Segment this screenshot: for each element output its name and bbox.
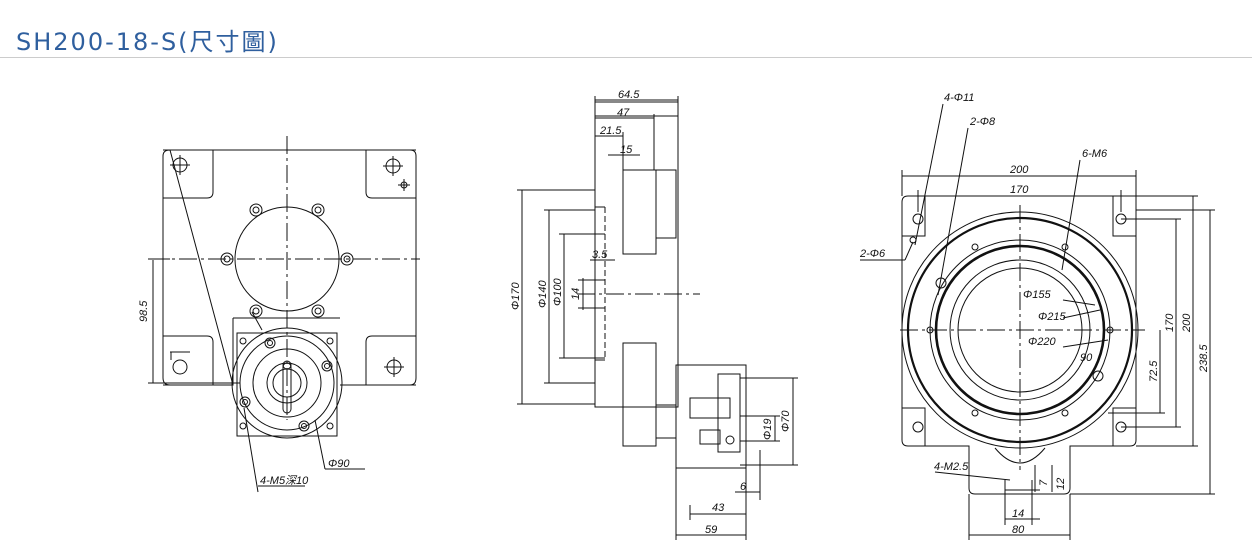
dimension-labels: 98.5 4-M5深10 Φ90 64.5 47 21.5 15 3.5 Φ17…	[138, 89, 1210, 536]
dim-14-bottom: 14	[1012, 508, 1024, 520]
dim-dia-220: Φ220	[1028, 336, 1056, 348]
left-view	[148, 136, 420, 493]
dim-3-5: 3.5	[592, 249, 608, 261]
dim-dia-90: Φ90	[328, 458, 350, 470]
dim-98-5: 98.5	[138, 300, 150, 322]
dim-59: 59	[705, 524, 717, 536]
dim-dia-155: Φ155	[1023, 289, 1051, 301]
dim-200-side: 200	[1181, 313, 1193, 333]
dim-170-top: 170	[1010, 184, 1029, 196]
dim-4-m2-5: 4-M2.5	[934, 461, 969, 473]
dim-dia-19: Φ19	[762, 419, 774, 440]
dim-dia-140: Φ140	[537, 280, 549, 308]
dim-238-5: 238.5	[1198, 344, 1210, 373]
dim-2-dia-8: 2-Φ8	[969, 116, 996, 128]
dim-2-dia-6: 2-Φ6	[859, 248, 886, 260]
left-pocket-tl	[163, 149, 214, 199]
dim-72-5: 72.5	[1148, 360, 1160, 382]
left-plate-outline	[162, 149, 417, 386]
dim-14: 14	[570, 288, 582, 300]
dim-dia-70: Φ70	[780, 410, 792, 432]
dim-dia-170: Φ170	[510, 282, 522, 310]
dim-170-side: 170	[1164, 313, 1176, 332]
dim-7: 7	[1038, 479, 1050, 486]
dim-64-5: 64.5	[618, 89, 640, 101]
dim-12: 12	[1055, 478, 1067, 490]
dim-15: 15	[620, 144, 633, 156]
dim-dia-100: Φ100	[552, 278, 564, 306]
dim-dia-215: Φ215	[1038, 311, 1066, 323]
dim-4-dia-11: 4-Φ11	[944, 92, 974, 104]
dim-6-m6: 6-M6	[1082, 148, 1108, 160]
right-view	[860, 103, 1215, 540]
dim-21-5: 21.5	[599, 125, 622, 137]
dim-47: 47	[617, 107, 630, 119]
left-pocket-tr	[365, 149, 416, 199]
dim-200-top: 200	[1009, 164, 1029, 176]
dim-4-m5: 4-M5深10	[260, 474, 309, 487]
right-base-plate	[901, 195, 1137, 495]
title-divider	[0, 57, 1252, 58]
middle-view	[517, 96, 798, 540]
dim-43: 43	[712, 502, 725, 514]
left-pocket-br	[365, 335, 416, 386]
page-title: SH200-18-S(尺寸圖)	[16, 28, 279, 56]
dim-6: 6	[740, 481, 747, 493]
left-pocket-bl	[163, 335, 214, 386]
dim-80: 80	[1012, 524, 1025, 536]
dim-90: 90	[1080, 352, 1093, 364]
